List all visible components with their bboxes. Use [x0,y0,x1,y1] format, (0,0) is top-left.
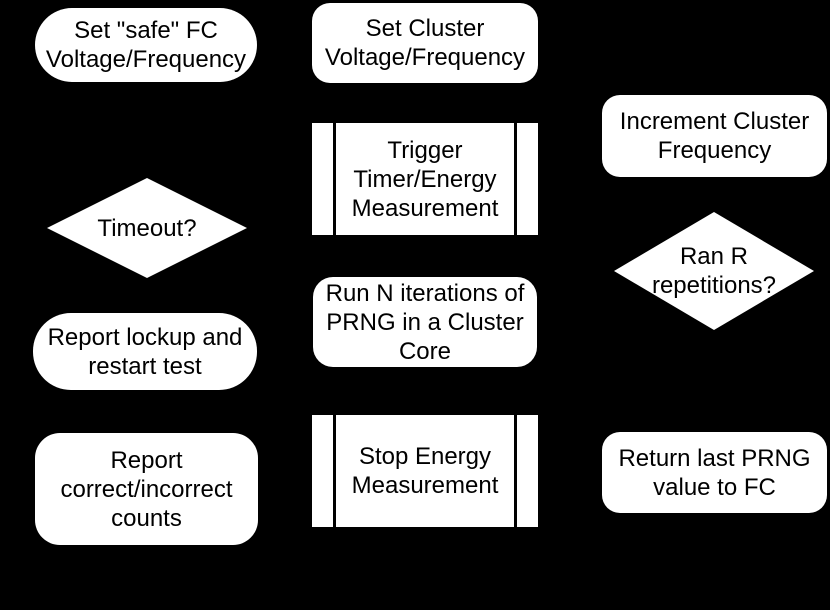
node-label: Run N iterations of PRNG in a Cluster Co… [325,279,525,365]
node-report-lockup-terminator: Report lockup and restart test [33,313,257,390]
node-label: Timeout? [97,214,197,242]
predefined-process-bar-left [333,415,336,527]
node-label: Return last PRNG value to FC [618,444,811,501]
node-label: Report correct/incorrect counts [60,446,233,532]
node-stop-energy-predefined-process: Stop Energy Measurement [312,415,538,527]
predefined-process-bar-right [514,123,517,235]
node-run-n-iterations-process: Run N iterations of PRNG in a Cluster Co… [313,277,537,367]
node-label: Stop Energy Measurement [351,443,499,499]
node-label: Increment Cluster Frequency [619,108,810,164]
node-report-counts-process: Report correct/incorrect counts [35,433,258,545]
node-timeout-decision: Timeout? [47,178,247,278]
node-label: Set "safe" FC Voltage/Frequency [45,17,247,73]
node-label: Set Cluster Voltage/Frequency [324,15,526,71]
node-trigger-timer-predefined-process: Trigger Timer/Energy Measurement [312,123,538,235]
node-increment-cluster-process: Increment Cluster Frequency [602,95,827,177]
node-label: Report lockup and restart test [47,323,243,380]
node-set-safe-fc-terminator: Set "safe" FC Voltage/Frequency [35,8,257,82]
node-set-cluster-process: Set Cluster Voltage/Frequency [312,3,538,83]
predefined-process-bar-left [333,123,336,235]
node-ran-r-repetitions-decision: Ran R repetitions? [614,212,814,330]
predefined-process-bar-right [514,415,517,527]
node-label: Trigger Timer/Energy Measurement [351,136,499,222]
node-return-prng-terminator: Return last PRNG value to FC [602,432,827,513]
node-label: Ran R repetitions? [651,243,777,299]
